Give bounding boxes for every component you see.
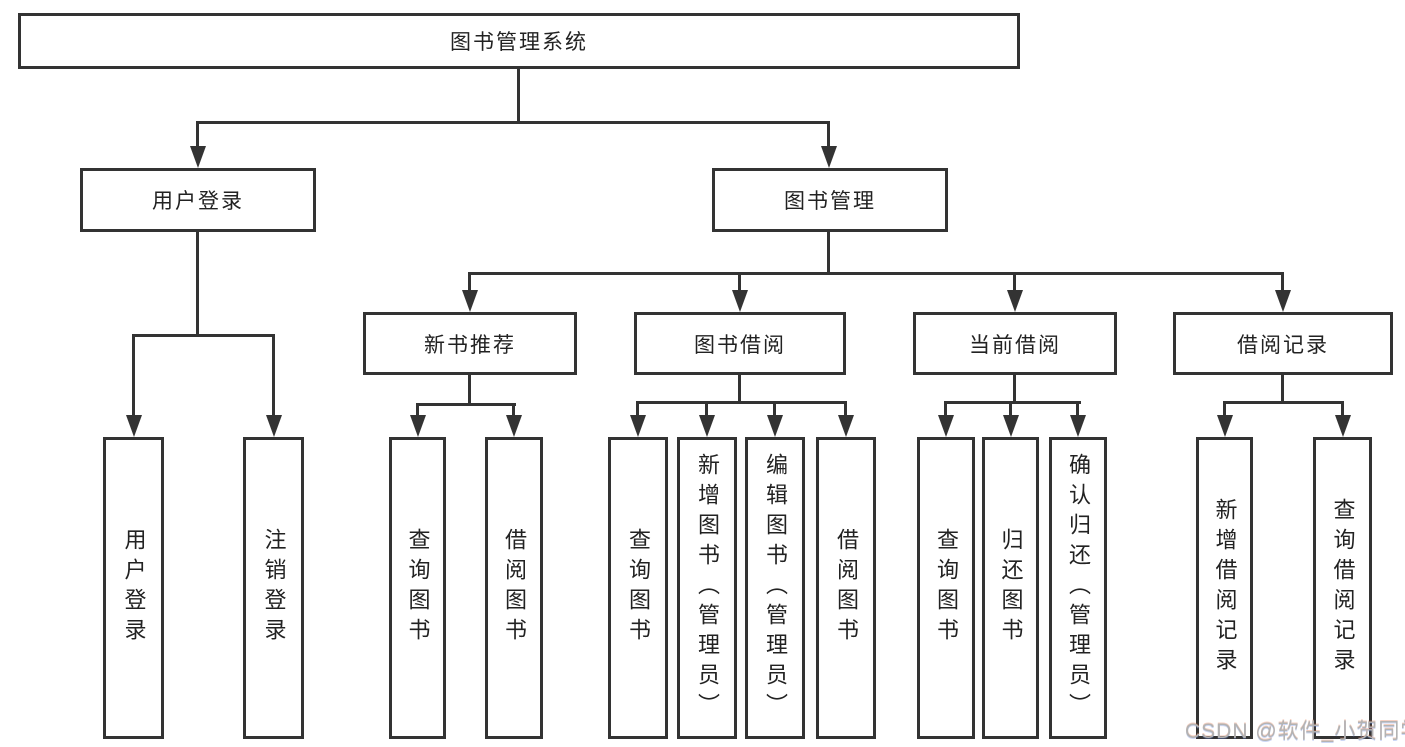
arrow-down-icon	[506, 415, 522, 437]
connector-line	[827, 121, 830, 151]
leaf-query-books-borrow: 查询图书	[608, 437, 668, 739]
connector-line	[196, 121, 199, 151]
leaf-add-book-admin: 新增图书（管理员）	[677, 437, 737, 739]
leaf-borrow-books: 借阅图书	[816, 437, 876, 739]
leaf-edit-book-admin: 编辑图书（管理员）	[745, 437, 805, 739]
leaf-label: 新增借阅记录	[1212, 498, 1238, 678]
connector-line	[636, 401, 847, 404]
leaf-label: 新增图书（管理员）	[695, 453, 720, 723]
arrow-down-icon	[699, 415, 715, 437]
node-label: 图书借阅	[694, 333, 786, 357]
connector-line	[517, 69, 520, 124]
leaf-query-books-recommend: 查询图书	[389, 437, 446, 739]
connector-line	[132, 334, 135, 418]
connector-line	[1076, 401, 1079, 418]
leaf-add-borrow-record: 新增借阅记录	[1196, 437, 1253, 739]
arrow-down-icon	[1003, 415, 1019, 437]
connector-line	[773, 401, 776, 418]
connector-line	[196, 232, 199, 337]
node-user-login: 用户登录	[80, 168, 316, 232]
connector-line	[1223, 401, 1226, 418]
connector-line	[272, 334, 275, 418]
connector-line	[1223, 401, 1344, 404]
leaf-label: 注销登录	[261, 528, 287, 648]
connector-line	[1281, 375, 1284, 404]
leaf-label: 确认归还（管理员）	[1066, 453, 1091, 723]
connector-line	[1013, 272, 1016, 292]
node-book-borrow: 图书借阅	[634, 312, 846, 375]
leaf-query-books-current: 查询图书	[917, 437, 975, 739]
connector-line	[468, 272, 1284, 275]
leaf-label: 归还图书	[998, 528, 1024, 648]
connector-line	[827, 232, 830, 275]
connector-line	[1281, 272, 1284, 292]
arrow-down-icon	[1275, 290, 1291, 312]
leaf-label: 查询图书	[934, 528, 959, 648]
connector-line	[468, 375, 471, 406]
leaf-label: 编辑图书（管理员）	[763, 453, 788, 723]
node-label: 当前借阅	[969, 333, 1061, 357]
connector-line	[944, 401, 947, 418]
leaf-return-book: 归还图书	[982, 437, 1039, 739]
node-label: 用户登录	[152, 190, 244, 213]
arrow-down-icon	[767, 415, 783, 437]
connector-line	[705, 401, 708, 418]
leaf-label: 借阅图书	[834, 528, 859, 648]
node-label: 新书推荐	[424, 333, 516, 357]
arrow-down-icon	[821, 146, 837, 168]
arrow-down-icon	[838, 415, 854, 437]
node-system-root: 图书管理系统	[18, 13, 1020, 69]
leaf-label: 查询借阅记录	[1330, 498, 1356, 678]
arrow-down-icon	[938, 415, 954, 437]
connector-line	[944, 401, 1081, 404]
leaf-logout: 注销登录	[243, 437, 304, 739]
arrow-down-icon	[190, 146, 206, 168]
csdn-watermark: CSDN @软件_小贺同学	[1185, 720, 1405, 743]
leaf-borrow-books-recommend: 借阅图书	[485, 437, 543, 739]
connector-line	[132, 334, 275, 337]
leaf-label: 查询图书	[626, 528, 651, 648]
connector-line	[1013, 375, 1016, 404]
leaf-confirm-return-admin: 确认归还（管理员）	[1049, 437, 1107, 739]
arrow-down-icon	[630, 415, 646, 437]
leaf-user-login: 用户登录	[103, 437, 164, 739]
arrow-down-icon	[266, 415, 282, 437]
connector-line	[1009, 401, 1012, 418]
node-label: 图书管理	[784, 190, 876, 213]
leaf-label: 查询图书	[405, 528, 431, 648]
connector-line	[636, 401, 639, 418]
arrow-down-icon	[1335, 415, 1351, 437]
connector-line	[196, 121, 830, 124]
node-borrow-records: 借阅记录	[1173, 312, 1393, 375]
node-label: 图书管理系统	[450, 31, 588, 54]
connector-line	[512, 403, 515, 418]
arrow-down-icon	[1007, 290, 1023, 312]
connector-line	[416, 403, 516, 406]
leaf-label: 用户登录	[121, 528, 147, 648]
arrow-down-icon	[462, 290, 478, 312]
connector-line	[738, 272, 741, 292]
connector-line	[416, 403, 419, 418]
arrow-down-icon	[1070, 415, 1086, 437]
node-label: 借阅记录	[1237, 333, 1329, 357]
arrow-down-icon	[732, 290, 748, 312]
connector-line	[1341, 401, 1344, 418]
leaf-query-borrow-record: 查询借阅记录	[1313, 437, 1372, 739]
node-new-book-recommend: 新书推荐	[363, 312, 577, 375]
arrow-down-icon	[126, 415, 142, 437]
node-book-management: 图书管理	[712, 168, 948, 232]
connector-line	[844, 401, 847, 418]
leaf-label: 借阅图书	[502, 528, 527, 648]
arrow-down-icon	[1217, 415, 1233, 437]
connector-line	[738, 375, 741, 404]
connector-line	[468, 272, 471, 292]
arrow-down-icon	[410, 415, 426, 437]
node-current-borrow: 当前借阅	[913, 312, 1117, 375]
